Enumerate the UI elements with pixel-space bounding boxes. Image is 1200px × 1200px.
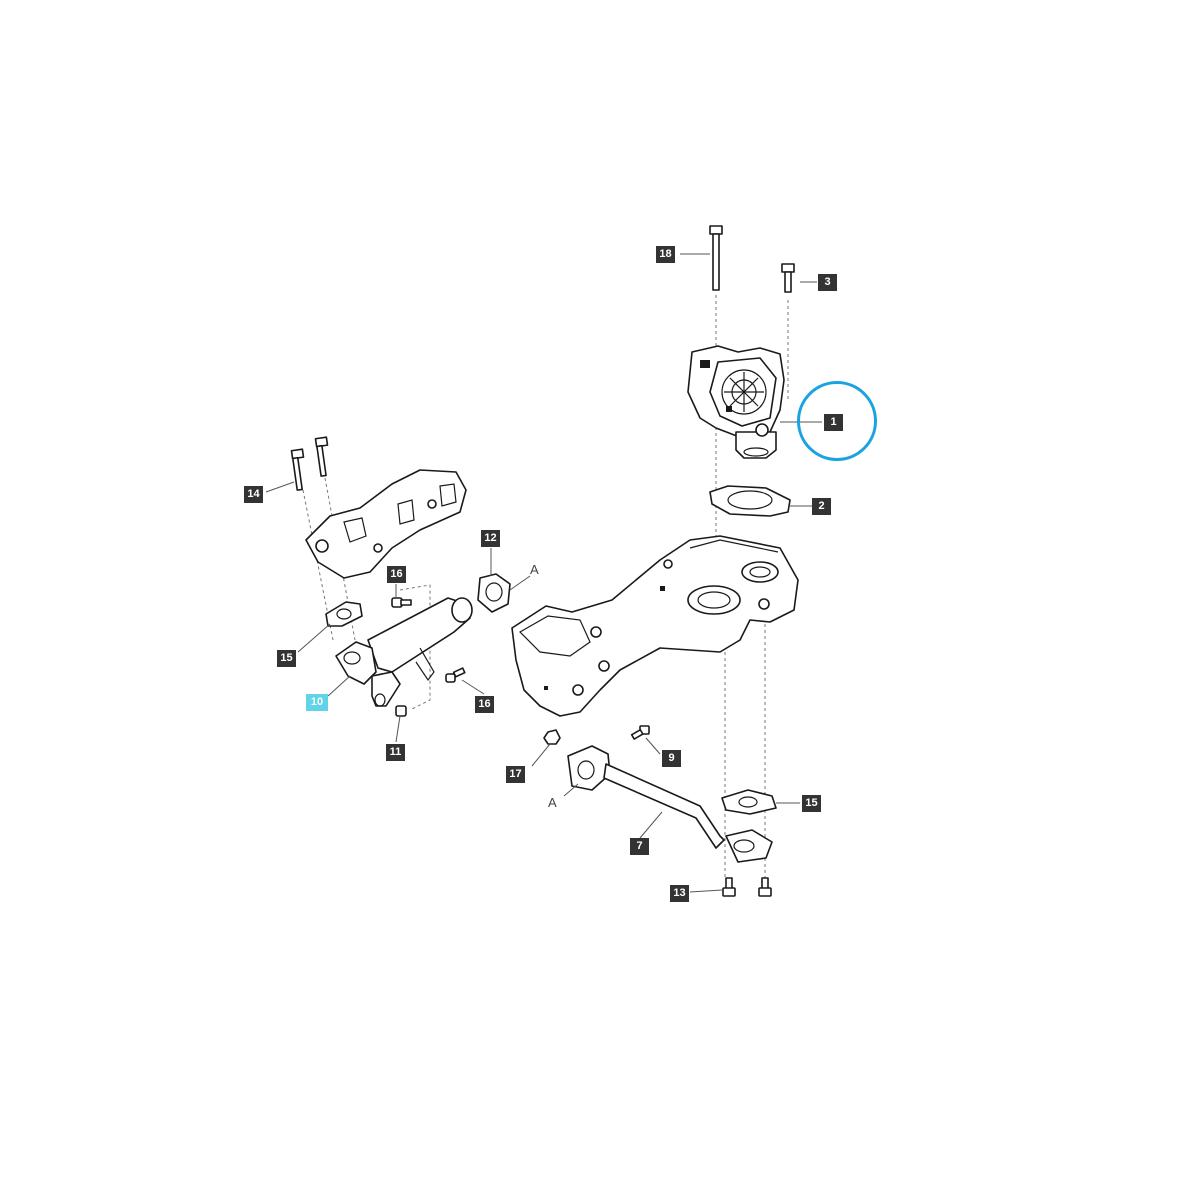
callout-13[interactable]: 13	[670, 885, 689, 902]
leader-a-upper	[509, 575, 531, 591]
callout-18[interactable]: 18	[656, 246, 675, 263]
reference-a-lower: A	[548, 795, 557, 810]
bolt-part-16-lower	[445, 667, 466, 683]
callout-9[interactable]: 9	[662, 750, 681, 767]
bolts-part-14	[290, 436, 329, 491]
callout-11[interactable]: 11	[386, 744, 405, 761]
bolt-part-16-upper	[391, 597, 412, 608]
callout-14[interactable]: 14	[244, 486, 263, 503]
leader-10	[327, 675, 351, 697]
axis-line-cooler-bracket	[399, 584, 431, 711]
gasket-part-2	[709, 485, 791, 517]
callout-16-lower[interactable]: 16	[475, 696, 494, 713]
callout-1[interactable]: 1	[824, 414, 843, 431]
egr-cooler-part-10	[335, 597, 473, 707]
bolt-part-9	[630, 725, 650, 740]
leader-11	[395, 715, 401, 743]
egr-pipe-part-7	[567, 745, 773, 863]
highlight-ring	[797, 381, 877, 461]
leader-14	[265, 481, 295, 493]
callout-2[interactable]: 2	[812, 498, 831, 515]
long-bolt-part-18	[709, 225, 723, 291]
callout-15-left[interactable]: 15	[277, 650, 296, 667]
gasket-part-12	[477, 573, 511, 613]
intake-manifold-housing	[511, 535, 799, 717]
bolts-part-13	[722, 877, 772, 897]
leader-13	[689, 889, 723, 893]
egr-valve-part-1	[687, 345, 785, 459]
gasket-part-15-right	[721, 789, 777, 815]
leader-a-lower	[563, 783, 579, 797]
callout-3[interactable]: 3	[818, 274, 837, 291]
leader-17	[531, 743, 551, 767]
callout-15-right[interactable]: 15	[802, 795, 821, 812]
callout-10[interactable]: 10	[306, 694, 328, 711]
callout-16-upper[interactable]: 16	[387, 566, 406, 583]
reference-a-upper: A	[530, 562, 539, 577]
nut-part-17	[543, 729, 561, 745]
leader-16-lower	[461, 679, 485, 695]
gasket-part-15-left	[325, 601, 363, 627]
callout-7[interactable]: 7	[630, 838, 649, 855]
bolt-part-3	[781, 263, 795, 293]
leader-7	[639, 811, 663, 839]
callout-17[interactable]: 17	[506, 766, 525, 783]
leader-15-left	[297, 623, 331, 653]
exhaust-manifold	[305, 469, 467, 579]
leader-9	[645, 737, 661, 755]
callout-12[interactable]: 12	[481, 530, 500, 547]
plug-part-11	[395, 705, 407, 717]
